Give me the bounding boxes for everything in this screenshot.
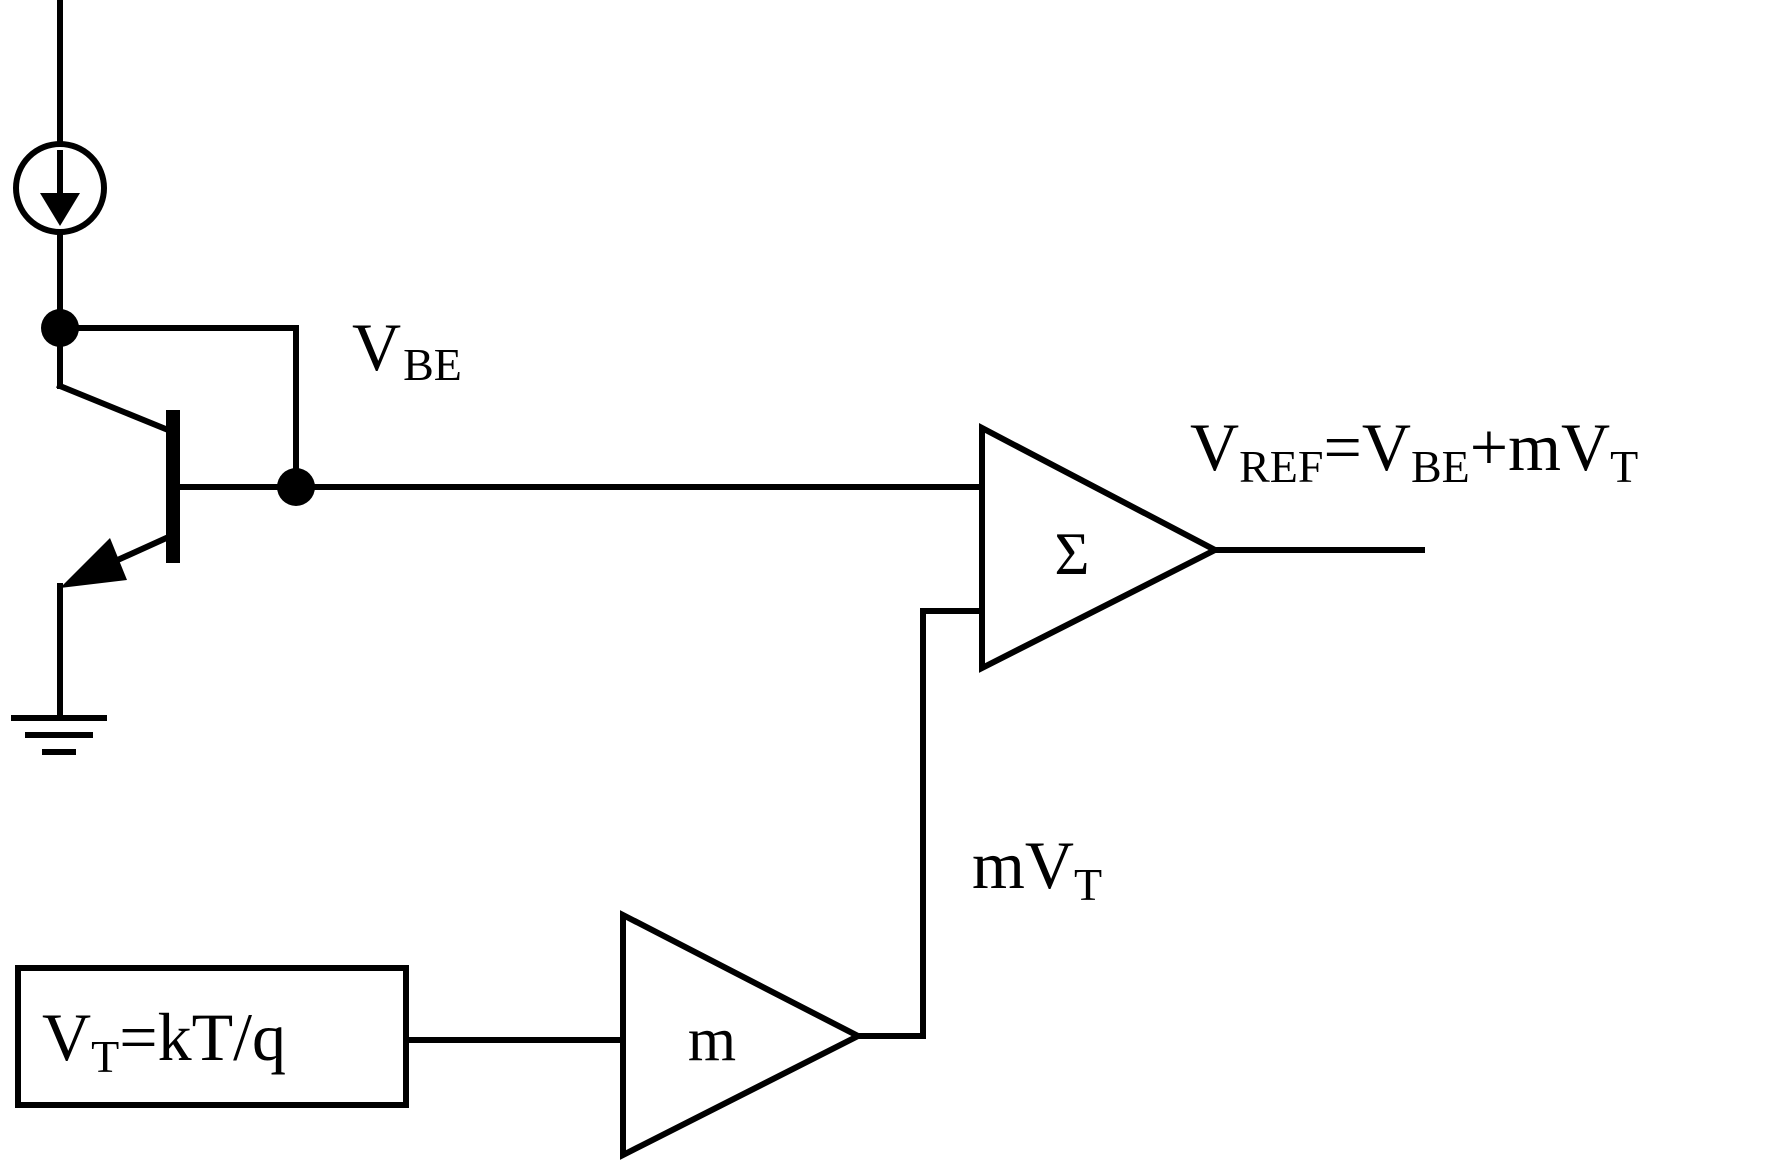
- gain-symbol: m: [688, 1006, 736, 1074]
- mvt-label: mVT: [972, 827, 1102, 910]
- npn-transistor-icon: [60, 328, 296, 718]
- current-source-icon: [16, 144, 104, 232]
- ground-icon: [14, 718, 104, 752]
- gain-block: [623, 915, 858, 1155]
- sum-symbol: Σ: [1055, 521, 1090, 587]
- vbe-label: VBE: [352, 309, 462, 390]
- summer-block: [982, 428, 1215, 668]
- vref-label: VREF=VBE+mVT: [1190, 409, 1638, 492]
- vt-formula-label: VT=kT/q: [42, 999, 286, 1082]
